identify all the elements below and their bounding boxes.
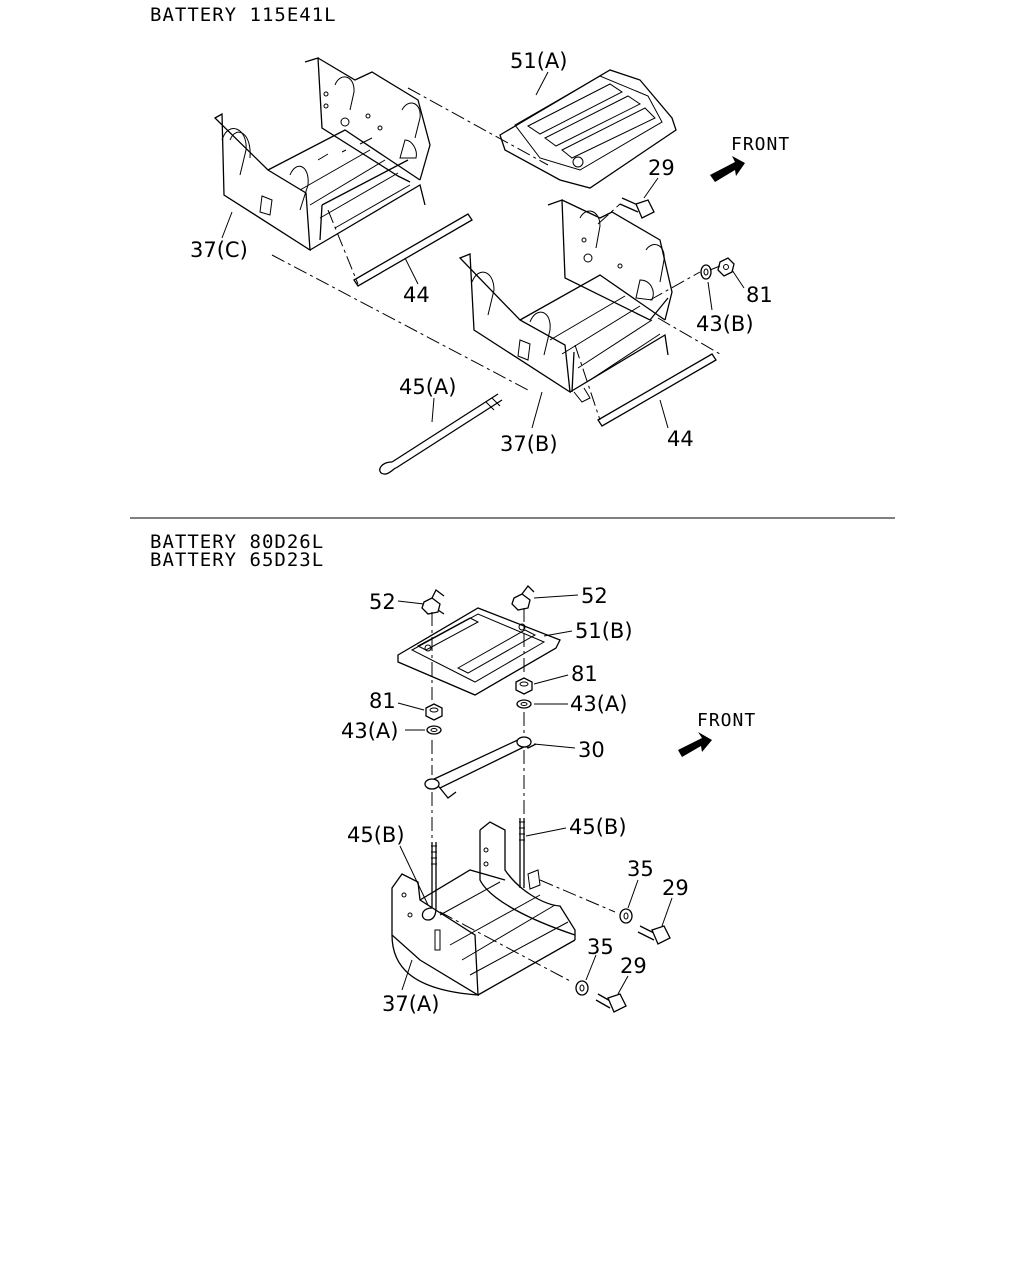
callout-37a: 37(A): [382, 992, 439, 1016]
washer-43a-right: [516, 699, 532, 709]
front-arrow-top: FRONT: [710, 134, 790, 182]
callout-29-upper: 29: [662, 876, 689, 900]
nut-81-right: [515, 677, 533, 695]
battery-cover-51a: [499, 69, 677, 189]
callout-44b: 44: [667, 427, 694, 451]
callout-44a: 44: [403, 283, 430, 307]
front-label-bottom: FRONT: [697, 710, 756, 731]
washer-35-upper: [619, 908, 633, 924]
callout-81: 81: [746, 283, 773, 307]
front-arrow-bottom: FRONT: [678, 710, 756, 757]
callouts-bottom: 52 52 51(B) 81 81 43(A) 43(A) 30 45(B) 4…: [341, 584, 689, 1016]
callout-29-lower: 29: [620, 954, 647, 978]
callout-35-lower: 35: [587, 935, 614, 959]
callout-51b: 51(B): [575, 619, 633, 643]
callout-43a-left: 43(A): [341, 719, 398, 743]
bolt-29-upper: [637, 925, 671, 945]
bolt-29-lower: [595, 993, 627, 1013]
callout-43a-right: 43(A): [570, 692, 627, 716]
clamp-bar-30: [424, 736, 537, 799]
callout-45a: 45(A): [399, 375, 456, 399]
wing-nut-52-left: [421, 589, 445, 615]
hook-bolt-45a: [379, 393, 503, 475]
callout-29: 29: [648, 156, 675, 180]
washer-43b: [700, 264, 712, 280]
hook-bolt-45b-right: [519, 818, 525, 888]
callout-81-right: 81: [571, 662, 598, 686]
washer-43a-left: [426, 725, 442, 735]
section-2-caption-1: BATTERY 80D26L: [150, 531, 325, 553]
callout-30: 30: [578, 738, 605, 762]
callout-45b-left: 45(B): [347, 823, 405, 847]
callout-37b: 37(B): [500, 432, 558, 456]
nut-81-left: [425, 703, 443, 721]
battery-tray-37b: [458, 199, 673, 403]
callouts-top: 51(A) 29 37(C) 44 81 43(B) 45(A) 37(B) 4…: [190, 49, 773, 456]
callout-35-upper: 35: [627, 857, 654, 881]
battery-tray-37a: [391, 821, 576, 997]
battery-cover-51b: [397, 607, 561, 696]
callout-52-right: 52: [581, 584, 608, 608]
front-label-top: FRONT: [731, 134, 790, 155]
nut-81-top: [717, 257, 735, 277]
callout-52-left: 52: [369, 590, 396, 614]
wing-nut-52-right: [511, 585, 535, 611]
assembly-lines-top: [271, 87, 721, 421]
rod-44-lower: [597, 353, 717, 427]
rod-44-upper: [353, 213, 473, 287]
callout-37c: 37(C): [190, 238, 248, 262]
callout-43b: 43(B): [696, 312, 754, 336]
front-arrow-icon: [710, 156, 745, 182]
section-2-caption-2: BATTERY 65D23L: [150, 549, 325, 571]
callout-51a: 51(A): [510, 49, 567, 73]
bolt-29-top: [619, 197, 655, 219]
callout-45b-right: 45(B): [569, 815, 627, 839]
battery-tray-37c: [213, 57, 431, 252]
front-arrow-icon-bottom: [678, 732, 712, 757]
callout-81-left: 81: [369, 689, 396, 713]
washer-35-lower: [575, 980, 589, 996]
assembly-lines-bottom: [431, 608, 616, 983]
section-1-caption: BATTERY 115E41L: [150, 4, 337, 26]
hook-bolt-45b-left: [421, 842, 437, 921]
